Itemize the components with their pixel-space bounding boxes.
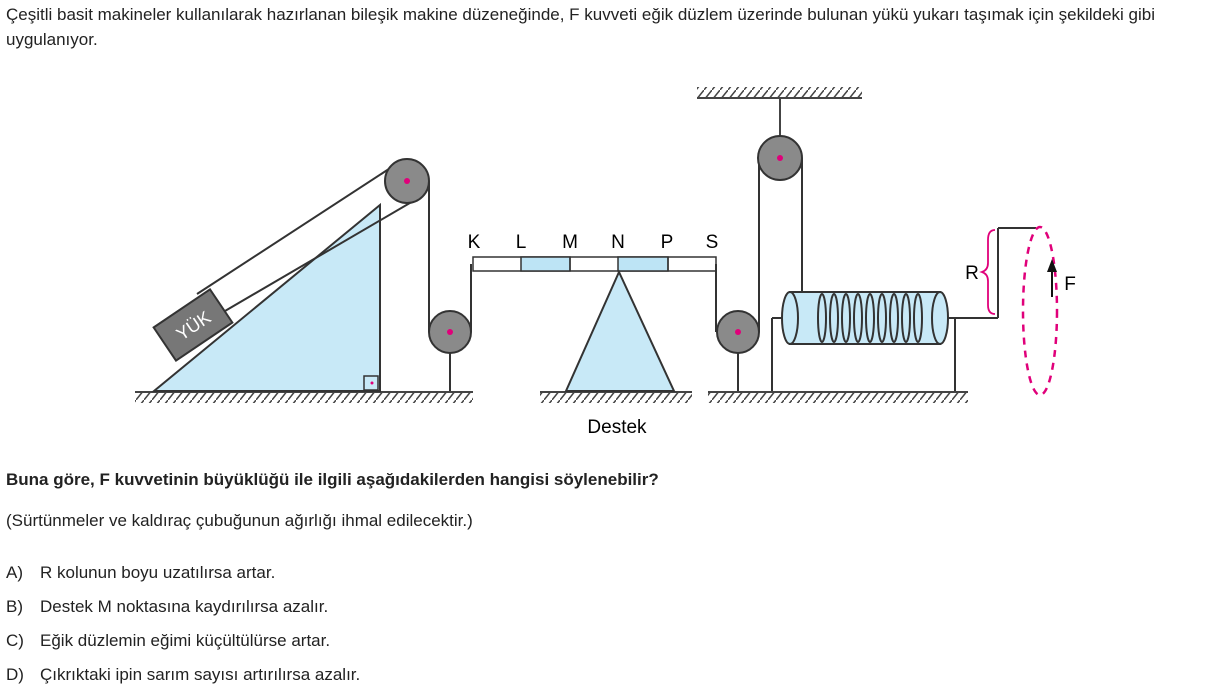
lever-point-n: N <box>611 232 625 253</box>
option-text: R kolunun boyu uzatılırsa artar. <box>40 563 276 582</box>
question-text: Buna göre, F kuvvetinin büyüklüğü ile il… <box>6 470 659 489</box>
ceiling <box>697 87 862 138</box>
crank-handle <box>948 227 1036 319</box>
right-lower-pulley <box>716 310 760 391</box>
machine-diagram: YÜK K L M N P S Destek <box>135 87 1076 438</box>
option-letter: B) <box>6 597 23 616</box>
left-lower-pulley <box>428 310 472 391</box>
fulcrum-support <box>564 269 676 392</box>
option-a[interactable]: A) R kolunun boyu uzatılırsa artar. <box>6 563 360 597</box>
option-text: Çıkrıktaki ipin sarım sayısı artırılırsa… <box>40 665 361 684</box>
lever-point-s: S <box>706 232 719 253</box>
lever-point-labels: K L M N P S <box>468 232 719 253</box>
option-text: Eğik düzlemin eğimi küçültülürse artar. <box>40 631 331 650</box>
compound-machine-figure: YÜK K L M N P S Destek <box>0 80 1210 450</box>
crank-path <box>1021 225 1059 397</box>
answer-options: A) R kolunun boyu uzatılırsa artar. B) Des… <box>6 563 360 699</box>
ground <box>135 391 968 403</box>
lever-point-m: M <box>562 232 578 253</box>
option-c[interactable]: C) Eğik düzlemin eğimi küçültülürse artar… <box>6 631 360 665</box>
incline-pulley <box>384 158 430 204</box>
intro-text: Çeşitli basit makineler kullanılarak haz… <box>6 5 1156 49</box>
lever <box>472 256 717 272</box>
lever-point-l: L <box>516 232 527 253</box>
right-angle-mark <box>363 375 379 391</box>
force-label: F <box>1064 274 1076 295</box>
radius-label: R <box>965 263 979 284</box>
option-letter: A) <box>6 563 23 582</box>
load-block: YÜK <box>152 288 234 362</box>
incline-rope <box>196 164 416 319</box>
ceiling-pulley <box>757 135 803 181</box>
option-d[interactable]: D) Çıkrıktaki ipin sarım sayısı artırılır… <box>6 665 360 699</box>
note-text: (Sürtünmeler ve kaldıraç çubuğunun ağırl… <box>6 511 473 530</box>
option-text: Destek M noktasına kaydırılırsa azalır. <box>40 597 329 616</box>
radius-brace <box>979 229 996 315</box>
force-arrow <box>1047 259 1057 297</box>
support-label: Destek <box>587 417 647 438</box>
inclined-plane <box>151 202 381 392</box>
winch-coils <box>817 293 923 343</box>
option-letter: D) <box>6 665 24 684</box>
lever-point-k: K <box>468 232 481 253</box>
lever-point-p: P <box>661 232 674 253</box>
option-letter: C) <box>6 631 24 650</box>
option-b[interactable]: B) Destek M noktasına kaydırılırsa azalır… <box>6 597 360 631</box>
